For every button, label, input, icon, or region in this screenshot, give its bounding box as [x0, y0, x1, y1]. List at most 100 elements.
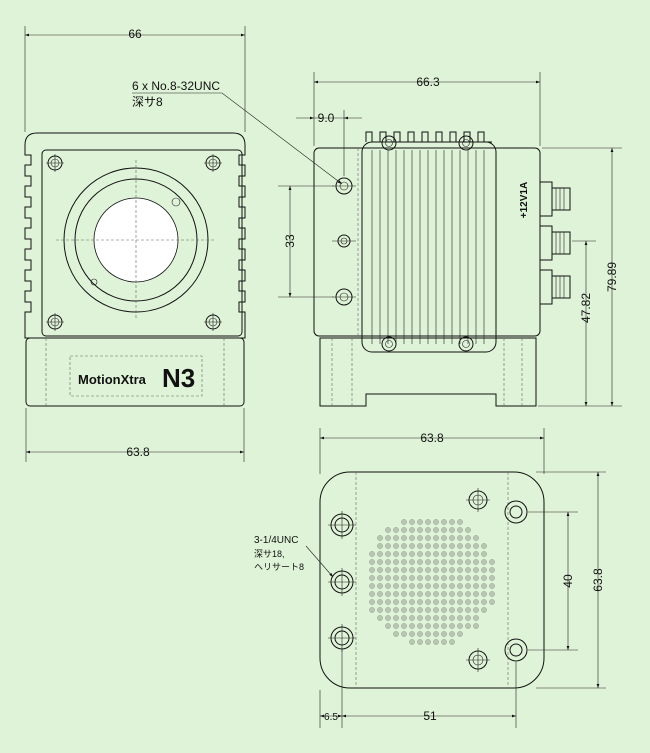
vent-hole	[449, 583, 455, 589]
front-face-plate	[41, 149, 243, 337]
vent-hole	[401, 623, 407, 629]
vent-hole	[473, 591, 479, 597]
vent-hole	[457, 559, 463, 565]
vent-hole	[489, 559, 495, 565]
vent-hole	[441, 623, 447, 629]
heatsink	[361, 131, 497, 353]
bottom-view: 63.8 3-1/4UNC 深サ18, ヘリサ	[254, 428, 606, 728]
vent-hole	[401, 615, 407, 621]
vent-hole	[457, 535, 463, 541]
bottom-hole-pitch-v-label: 40	[561, 574, 575, 588]
vent-hole	[393, 599, 399, 605]
vent-hole	[393, 607, 399, 613]
vent-hole	[425, 575, 431, 581]
vent-hole	[377, 567, 383, 573]
bottom-depth-label: 63.8	[591, 568, 605, 592]
vent-hole	[369, 599, 375, 605]
front-bottom-width-dimension: 63.8	[25, 408, 245, 462]
power-connector-label: +12V1A	[519, 182, 530, 218]
vent-hole	[465, 551, 471, 557]
vent-hole	[465, 623, 471, 629]
vent-hole	[425, 591, 431, 597]
vent-hole	[385, 527, 391, 533]
vent-hole	[377, 599, 383, 605]
vent-hole	[425, 567, 431, 573]
vent-hole	[457, 527, 463, 533]
vent-hole	[441, 527, 447, 533]
vent-hole	[457, 519, 463, 525]
side-hole-pitch-dimension: 33	[278, 185, 334, 298]
vent-hole	[417, 519, 423, 525]
vent-hole	[417, 567, 423, 573]
front-bottom-width-label: 63.8	[126, 445, 150, 459]
vent-hole	[433, 543, 439, 549]
vent-hole	[449, 543, 455, 549]
vent-hole	[377, 615, 383, 621]
vent-hole	[409, 623, 415, 629]
vent-hole	[489, 575, 495, 581]
front-corner-screws	[46, 154, 222, 331]
vent-hole	[369, 607, 375, 613]
vent-hole	[465, 575, 471, 581]
vent-hole	[457, 583, 463, 589]
vent-hole	[417, 615, 423, 621]
vent-hole	[449, 519, 455, 525]
vent-hole	[473, 551, 479, 557]
vent-hole	[449, 599, 455, 605]
model-name: N3	[162, 363, 195, 393]
vent-hole	[457, 607, 463, 613]
vent-hole	[385, 599, 391, 605]
vent-hole	[465, 583, 471, 589]
vent-hole	[385, 615, 391, 621]
vent-hole	[433, 623, 439, 629]
lens-pin-hole	[90, 278, 98, 286]
side-connectors: +12V1A	[519, 181, 571, 305]
vent-hole	[409, 551, 415, 557]
vent-hole	[441, 551, 447, 557]
vent-hole	[425, 519, 431, 525]
vent-hole	[393, 591, 399, 597]
vent-hole	[473, 559, 479, 565]
vent-hole	[425, 607, 431, 613]
vent-hole	[409, 631, 415, 637]
vent-hole	[481, 543, 487, 549]
vent-hole	[441, 607, 447, 613]
vent-hole	[409, 543, 415, 549]
vent-hole	[369, 567, 375, 573]
vent-hole	[481, 575, 487, 581]
vent-hole	[449, 567, 455, 573]
vent-hole	[465, 615, 471, 621]
vent-hole	[441, 591, 447, 597]
vent-hole	[401, 583, 407, 589]
vent-hole	[489, 599, 495, 605]
vent-hole	[377, 543, 383, 549]
vent-hole	[385, 575, 391, 581]
vent-hole	[473, 567, 479, 573]
vent-hole	[417, 623, 423, 629]
vent-hole	[449, 615, 455, 621]
vent-hole	[417, 583, 423, 589]
vent-hole	[481, 607, 487, 613]
vent-hole	[441, 519, 447, 525]
vent-hole	[433, 591, 439, 597]
vent-hole	[473, 623, 479, 629]
vent-hole	[417, 639, 423, 645]
vent-hole	[433, 639, 439, 645]
vent-hole	[409, 535, 415, 541]
vent-hole	[425, 543, 431, 549]
vent-hole	[401, 519, 407, 525]
front-top-width-dimension: 66	[24, 26, 246, 132]
vent-hole	[465, 535, 471, 541]
vent-hole	[465, 607, 471, 613]
vent-hole	[385, 623, 391, 629]
vent-hole	[385, 559, 391, 565]
bottom-lower-dimensions: 6.5 51	[319, 650, 517, 728]
vent-hole	[489, 567, 495, 573]
lens-pin-hole	[171, 197, 181, 207]
vent-hole	[449, 631, 455, 637]
vent-hole	[433, 527, 439, 533]
side-length-label: 66.3	[416, 75, 440, 89]
vent-hole	[465, 543, 471, 549]
side-hole-offset-dimension: 9.0	[296, 110, 362, 176]
vent-hole	[425, 559, 431, 565]
